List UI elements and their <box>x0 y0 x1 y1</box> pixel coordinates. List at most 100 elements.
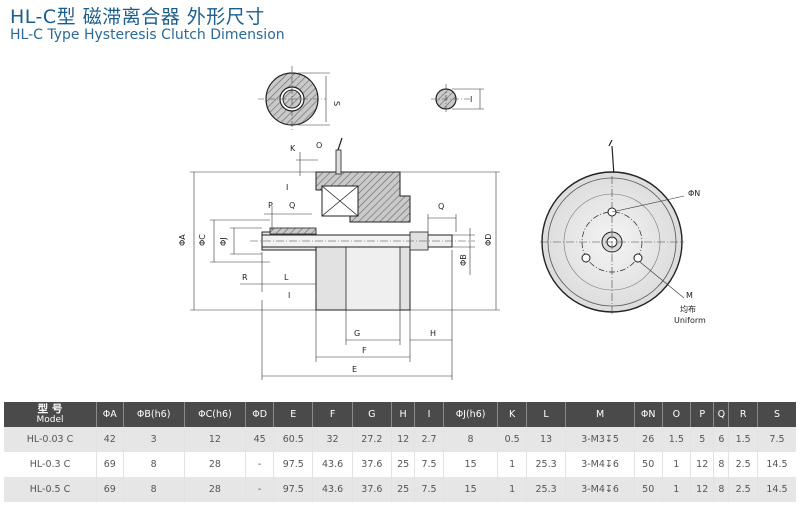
table-cell: 1 <box>497 452 527 477</box>
table-cell: 12 <box>391 427 415 452</box>
table-cell: 7.5 <box>414 477 444 502</box>
ring-detail: S <box>258 66 341 132</box>
table-cell: 6 <box>713 427 729 452</box>
dim-phi-j-label: ΦJ <box>219 237 228 246</box>
header-phi-a: ΦA <box>96 402 124 427</box>
dim-f-label: F <box>362 346 367 355</box>
table-cell: - <box>245 452 274 477</box>
dim-k-label: K <box>290 144 296 153</box>
dim-r-label: R <box>242 273 248 282</box>
spec-table: 型 号 Model ΦA ΦB(h6) ΦC(h6) ΦD E F G H I … <box>4 402 796 502</box>
header-e: E <box>273 402 313 427</box>
model-cell: HL-0.3 C <box>4 452 97 477</box>
table-cell: 14.5 <box>756 452 796 477</box>
header-h: H <box>391 402 415 427</box>
model-cell: HL-0.03 C <box>4 427 97 452</box>
dimension-drawing: S I ΦA <box>178 66 706 380</box>
table-cell: 1 <box>661 452 691 477</box>
dim-q-label: Q <box>289 201 295 210</box>
table-cell: - <box>245 477 274 502</box>
table-cell: 8 <box>442 427 498 452</box>
dim-h-label: H <box>430 329 436 338</box>
table-cell: 28 <box>183 452 246 477</box>
dim-phi-b-label: ΦB <box>459 254 468 266</box>
dim-phi-a-label: ΦA <box>178 234 187 246</box>
table-cell: 1 <box>661 477 691 502</box>
dim-s-label: S <box>332 101 341 106</box>
table-cell: 3-M4↧6 <box>565 477 635 502</box>
table-cell: 15 <box>442 477 498 502</box>
table-cell: 25 <box>391 477 415 502</box>
page-title: HL-C型 磁滞离合器 外形尺寸 <box>10 6 265 28</box>
table-cell: 28 <box>183 477 246 502</box>
table-cell: 7.5 <box>414 452 444 477</box>
table-cell: 1.5 <box>728 427 758 452</box>
dim-i-mark-1: I <box>286 183 288 192</box>
header-q: Q <box>713 402 729 427</box>
header-phi-j: ΦJ(h6) <box>442 402 498 427</box>
table-cell: 2.5 <box>728 452 758 477</box>
table-header-row: 型 号 Model ΦA ΦB(h6) ΦC(h6) ΦD E F G H I … <box>4 402 796 427</box>
table-cell: 1.5 <box>661 427 691 452</box>
table-cell: 37.6 <box>351 477 392 502</box>
header-s: S <box>756 402 796 427</box>
dim-m-label: M <box>686 291 693 300</box>
table-cell: 69 <box>96 477 124 502</box>
header-p: P <box>690 402 714 427</box>
table-cell: 42 <box>96 427 124 452</box>
dim-phi-n-label: ΦN <box>688 189 700 198</box>
header-model: 型 号 Model <box>4 402 97 427</box>
table-cell: 13 <box>525 427 566 452</box>
dim-i-mark-2: I <box>288 291 290 300</box>
dim-l-label: L <box>284 273 289 282</box>
table-cell: 26 <box>633 427 663 452</box>
table-cell: 2.5 <box>728 477 758 502</box>
table-cell: 60.5 <box>273 427 313 452</box>
table-cell: 0.5 <box>497 427 527 452</box>
table-cell: 3-M3↧5 <box>565 427 635 452</box>
shaft-section-detail: I <box>431 84 484 114</box>
table-cell: 32 <box>312 427 353 452</box>
header-phi-c: ΦC(h6) <box>183 402 246 427</box>
table-cell: 5 <box>690 427 714 452</box>
header-o: O <box>661 402 691 427</box>
table-cell: 27.2 <box>351 427 392 452</box>
header-k: K <box>497 402 527 427</box>
dim-o-label: O <box>316 141 322 150</box>
table-cell: 3 <box>122 427 185 452</box>
page-subtitle: HL-C Type Hysteresis Clutch Dimension <box>10 27 285 43</box>
table-cell: 37.6 <box>351 452 392 477</box>
header-l: L <box>525 402 566 427</box>
table-cell: 2.7 <box>414 427 444 452</box>
header-phi-d: ΦD <box>245 402 274 427</box>
header-g: G <box>351 402 392 427</box>
table-cell: 8 <box>122 452 185 477</box>
table-cell: 45 <box>245 427 274 452</box>
header-phi-b: ΦB(h6) <box>122 402 185 427</box>
header-f: F <box>312 402 353 427</box>
table-cell: 25 <box>391 452 415 477</box>
table-cell: 8 <box>713 477 729 502</box>
table-cell: 25.3 <box>525 452 566 477</box>
table-cell: 12 <box>690 477 714 502</box>
table-cell: 43.6 <box>312 477 353 502</box>
table-cell: 3-M4↧6 <box>565 452 635 477</box>
dim-q2-label: Q <box>438 202 444 211</box>
header-m: M <box>565 402 635 427</box>
table-cell: 43.6 <box>312 452 353 477</box>
side-section-view: ΦA ΦC ΦJ ΦD <box>178 137 500 380</box>
table-cell: 97.5 <box>273 452 313 477</box>
table-cell: 50 <box>633 477 663 502</box>
table-cell: 25.3 <box>525 477 566 502</box>
dim-g-label: G <box>354 329 360 338</box>
model-cell: HL-0.5 C <box>4 477 97 502</box>
table-cell: 7.5 <box>756 427 796 452</box>
dim-phi-d-label: ΦD <box>484 234 493 246</box>
header-i: I <box>414 402 444 427</box>
header-r: R <box>728 402 758 427</box>
table-cell: 1 <box>497 477 527 502</box>
table-cell: 15 <box>442 452 498 477</box>
